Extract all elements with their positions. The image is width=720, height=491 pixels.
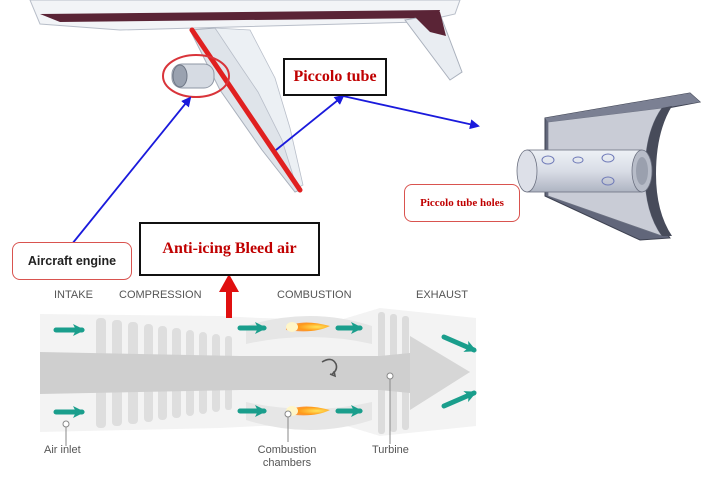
stage-combustion-label: COMBUSTION [277,289,352,301]
piccolo-tube-label: Piccolo tube [283,58,387,96]
piccolo-tube-3d [516,149,653,193]
aircraft-engine-label: Aircraft engine [12,242,132,280]
piccolo-duct-3d [516,92,702,241]
engine-nacelle [171,63,215,89]
arrow-piccolo-to-edge [275,94,345,151]
jet-engine-cutaway [40,274,477,446]
engine-shaft [40,352,470,394]
stage-compression-label: COMPRESSION [119,289,202,301]
part-turbine-label: Turbine [372,444,409,456]
airflow-arrows [53,322,477,418]
duct-curved-panel [645,106,672,236]
engine-highlight-circle [162,54,230,98]
tail-stripe [412,12,446,36]
arrow-piccolo-to-duct [342,95,480,130]
aircraft-illustration [29,0,463,193]
stage-exhaust-label: EXHAUST [416,289,468,301]
anti-icing-bleed-air-label: Anti-icing Bleed air [139,222,320,276]
part-air-inlet-label: Air inlet [44,444,81,456]
piccolo-holes [541,153,615,186]
fuselage-stripe [40,10,440,22]
part-combustion-chambers-label: Combustion chambers [257,444,317,469]
bleed-air-arrow [219,274,239,318]
piccolo-tube-holes-label: Piccolo tube holes [404,184,520,222]
duct-top-face [545,93,700,122]
exhaust-cone [410,336,470,410]
part-leaders [62,372,394,446]
stage-intake-label: INTAKE [54,289,93,301]
airflow-exhaust-top [441,334,477,353]
airflow-exhaust-bottom [441,390,477,409]
arrow-engine-to-aircraft [71,96,192,245]
pointer-arrows [71,94,480,245]
